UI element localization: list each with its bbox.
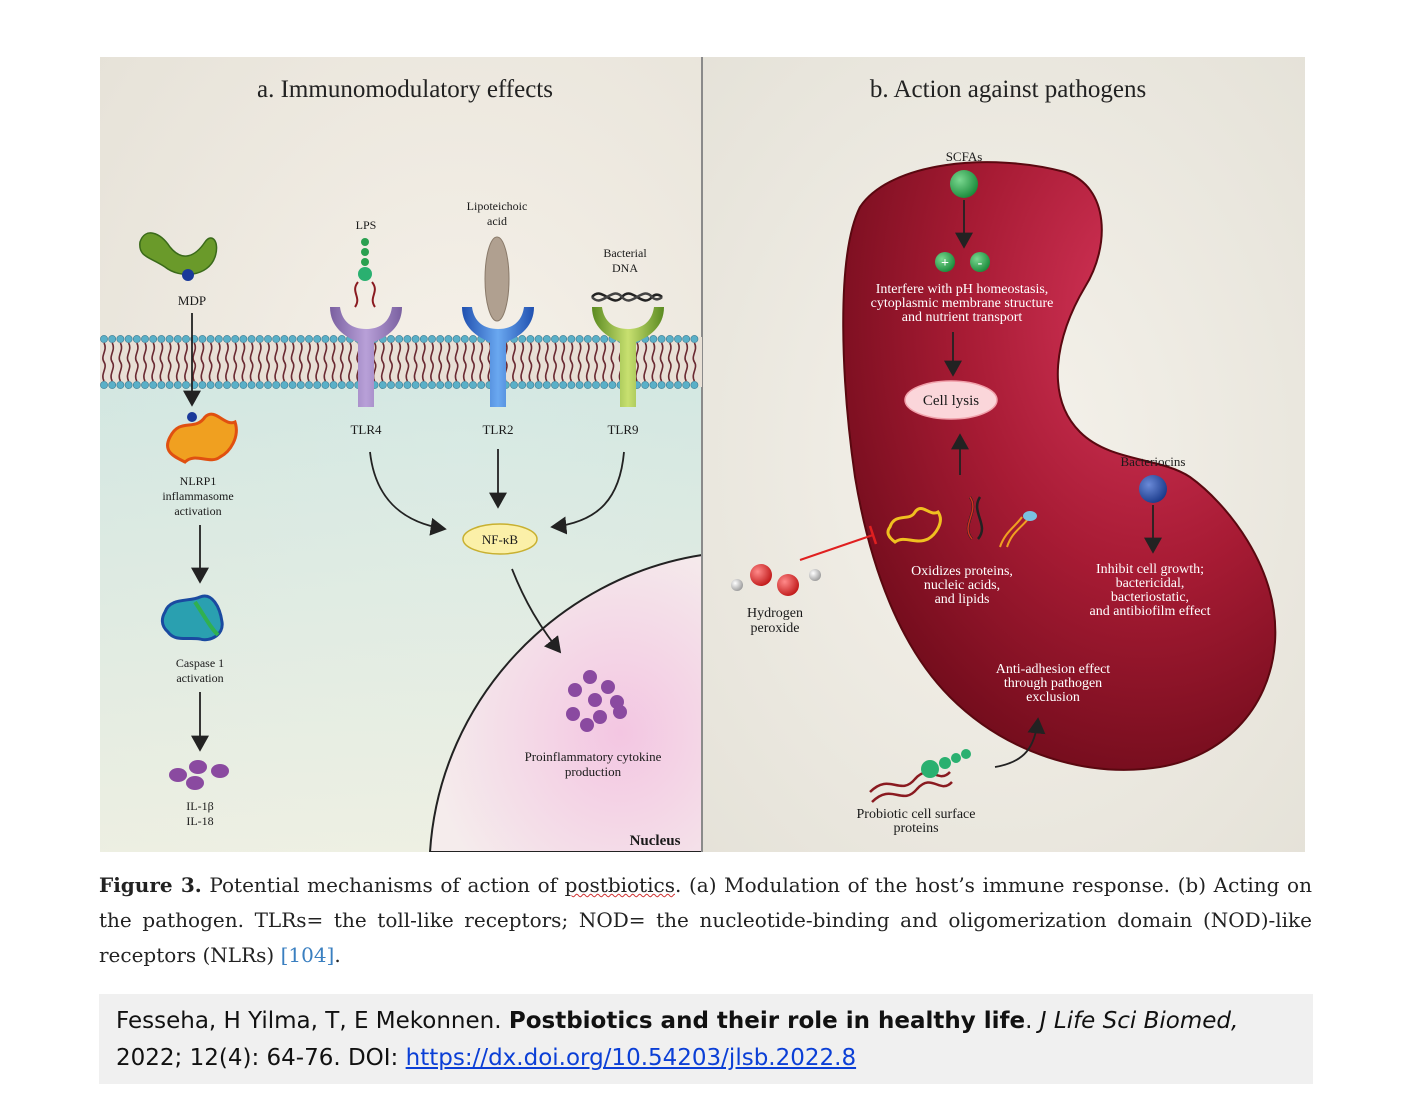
- label-nlrp1-3: activation: [174, 504, 221, 518]
- label-scfas: SCFAs: [946, 149, 983, 164]
- label-interfere-3: and nutrient transport: [902, 310, 1023, 325]
- caption-text-3: .: [334, 943, 341, 967]
- label-anti-3: exclusion: [1026, 690, 1080, 705]
- label-mdp: MDP: [178, 293, 206, 308]
- nlrp1-protein: [166, 412, 238, 464]
- caption-postbiotics: postbiotics: [564, 873, 675, 897]
- proinflammatory-cytokines: [566, 670, 627, 732]
- label-il-18: IL-18: [186, 814, 213, 828]
- plus-sign: +: [941, 256, 949, 271]
- label-caspase-1: Caspase 1: [176, 656, 224, 670]
- caspase-protein: [160, 594, 224, 642]
- scfas-ball: [950, 170, 978, 198]
- label-bacteriocins: Bacteriocins: [1121, 454, 1186, 469]
- citation-separator: .: [1025, 1008, 1040, 1034]
- citation-journal: J Life Sci Biomed,: [1039, 1008, 1239, 1034]
- arrow-tlr4-to-nfkb: [369, 451, 447, 536]
- nfkb-node: [462, 523, 538, 555]
- minus-sign: -: [978, 256, 983, 271]
- doi-link[interactable]: https://dx.doi.org/10.54203/jlsb.2022.8: [405, 1045, 857, 1071]
- label-bacterial-dna-1: Bacterial: [603, 246, 647, 260]
- caption-label: Figure 3.: [99, 873, 202, 897]
- label-nfkb: NF-κB: [482, 532, 518, 547]
- label-caspase-2: activation: [176, 671, 223, 685]
- label-tlr2: TLR2: [482, 422, 513, 437]
- label-inhibit-4: and antibiofilm effect: [1089, 604, 1210, 619]
- lps-molecule: [354, 238, 376, 308]
- arrow-probiotic-to-pathogen: [994, 717, 1046, 768]
- lipoteichoic-molecule: [484, 236, 510, 322]
- label-il-1b: IL-1β: [186, 799, 213, 813]
- citation-details: 2022; 12(4): 64-76. DOI:: [116, 1045, 406, 1071]
- label-probiotic-1: Probiotic cell surface: [857, 807, 976, 822]
- label-nucleus: Nucleus: [630, 833, 681, 849]
- citation-box: Fesseha, H Yilma, T, E Mekonnen. Postbio…: [99, 994, 1313, 1084]
- oxidized-molecules: [886, 496, 1037, 548]
- label-nlrp1-2: inflammasome: [162, 489, 233, 503]
- panel-b-title: b. Action against pathogens: [870, 76, 1146, 103]
- label-hydrogen-1: Hydrogen: [747, 606, 803, 621]
- label-probiotic-2: proteins: [893, 821, 938, 836]
- tlr2-receptor: [462, 307, 534, 407]
- il-cytokines: [169, 760, 229, 790]
- bacterial-dna-icon: [591, 292, 663, 302]
- label-tlr9: TLR9: [607, 422, 638, 437]
- citation-title: Postbiotics and their role in healthy li…: [508, 1008, 1026, 1034]
- label-hydrogen-2: peroxide: [751, 621, 800, 636]
- label-cytokine-2: production: [565, 764, 622, 779]
- tlr4-receptor: [330, 307, 402, 407]
- mdp-molecule: [139, 232, 218, 281]
- label-anti-2: through pathogen: [1004, 676, 1102, 691]
- citation-authors: Fesseha, H Yilma, T, E Mekonnen.: [116, 1008, 509, 1034]
- arrow-nfkb-to-cytokine: [511, 568, 562, 654]
- bacteriocins-ball: [1139, 475, 1167, 503]
- label-bacterial-dna-2: DNA: [612, 261, 638, 275]
- hydrogen-peroxide-molecule: [731, 564, 821, 596]
- panel-a-title: a. Immunomodulatory effects: [257, 76, 553, 103]
- label-cytokine-1: Proinflammatory cytokine: [525, 749, 662, 764]
- minus-ion: [970, 252, 990, 272]
- arrow-tlr9-to-nfkb: [550, 451, 625, 535]
- label-lipoteichoic-1: Lipoteichoic: [467, 199, 528, 213]
- nucleus-region: [428, 553, 703, 852]
- cell-lysis-node: [904, 380, 998, 420]
- label-lipoteichoic-2: acid: [487, 214, 507, 228]
- label-nlrp1-1: NLRP1: [180, 474, 217, 488]
- inhibit-line-h2o2: [799, 534, 874, 561]
- label-interfere-1: Interfere with pH homeostasis,: [876, 282, 1049, 297]
- probiotic-surface-proteins: [869, 749, 971, 803]
- plus-ion: [935, 252, 955, 272]
- label-inhibit-1: Inhibit cell growth;: [1096, 562, 1204, 577]
- label-tlr4: TLR4: [350, 422, 382, 437]
- inhibit-bar-h2o2: [868, 525, 878, 545]
- label-oxidizes-1: Oxidizes proteins,: [911, 564, 1013, 579]
- label-oxidizes-2: nucleic acids,: [924, 578, 1000, 593]
- caption-reference-link[interactable]: [104]: [280, 943, 335, 967]
- label-lps: LPS: [356, 218, 377, 232]
- pathogen-bacterium: [842, 161, 1277, 771]
- label-inhibit-2: bactericidal,: [1116, 576, 1185, 591]
- cell-membrane: [100, 335, 702, 389]
- caption-text-2: . (a) Modulation of the host’s immune re…: [99, 873, 1312, 967]
- label-interfere-2: cytoplasmic membrane structure: [871, 296, 1054, 311]
- label-oxidizes-3: and lipids: [935, 592, 990, 607]
- figure-illustration: a. Immunomodulatory effects b. Action ag…: [100, 57, 1305, 852]
- label-cell-lysis: Cell lysis: [923, 393, 979, 409]
- tlr9-receptor: [592, 307, 664, 407]
- figure-caption: Figure 3. Potential mechanisms of action…: [99, 868, 1312, 973]
- label-anti-1: Anti-adhesion effect: [996, 662, 1111, 677]
- caption-text-1: Potential mechanisms of action of: [201, 873, 565, 897]
- label-inhibit-3: bacteriostatic,: [1111, 590, 1189, 605]
